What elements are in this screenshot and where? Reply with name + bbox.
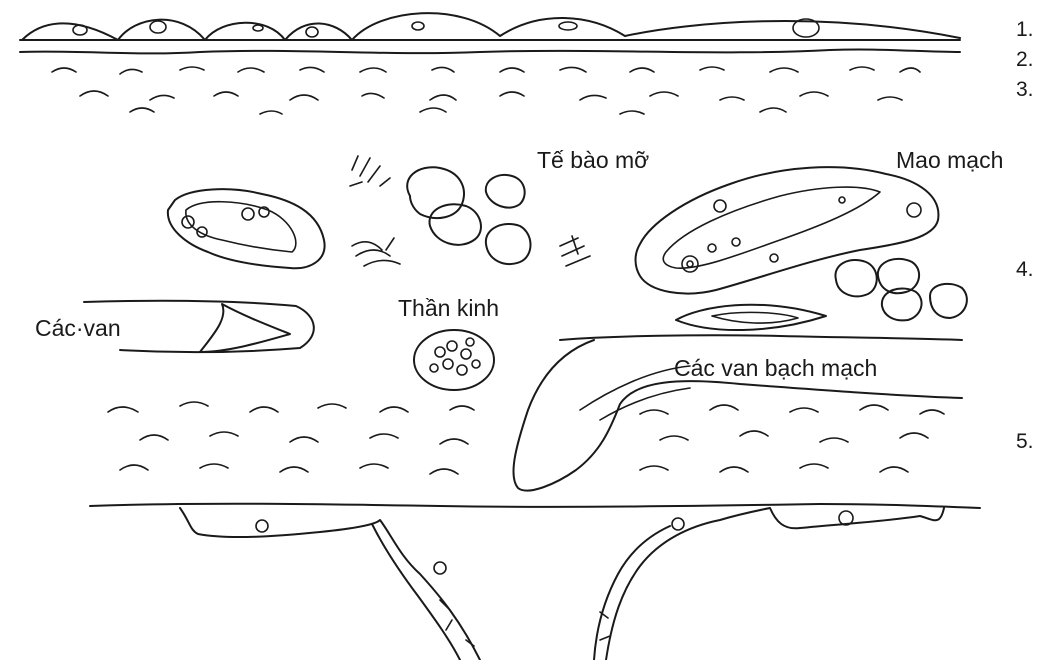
fat-cells-right [835,259,966,321]
layer-number-3: 3. [1016,78,1034,101]
spindle-cell [676,305,826,330]
adventitia-fibers [108,402,944,474]
endothelium-layer [20,13,960,40]
label-lymph-valves: Các van bạch mạch [674,355,877,381]
label-fat-cells: Tế bào mỡ [537,147,649,173]
fat-cells-cluster [407,167,530,264]
layer-number-4: 4. [1016,258,1034,281]
label-nerve: Thần kinh [398,295,499,321]
capillary-right [636,167,939,293]
label-capillary: Mao mạch [896,147,1003,173]
layer-number-2: 2. [1016,48,1034,71]
nerve [414,330,494,390]
outer-layer [90,504,980,660]
label-valves: Các·van [35,315,121,341]
layer-number-1: 1. [1016,18,1034,41]
capillary-left [168,189,325,268]
subendothelial-layer [20,49,960,114]
layer-number-5: 5. [1016,430,1034,453]
